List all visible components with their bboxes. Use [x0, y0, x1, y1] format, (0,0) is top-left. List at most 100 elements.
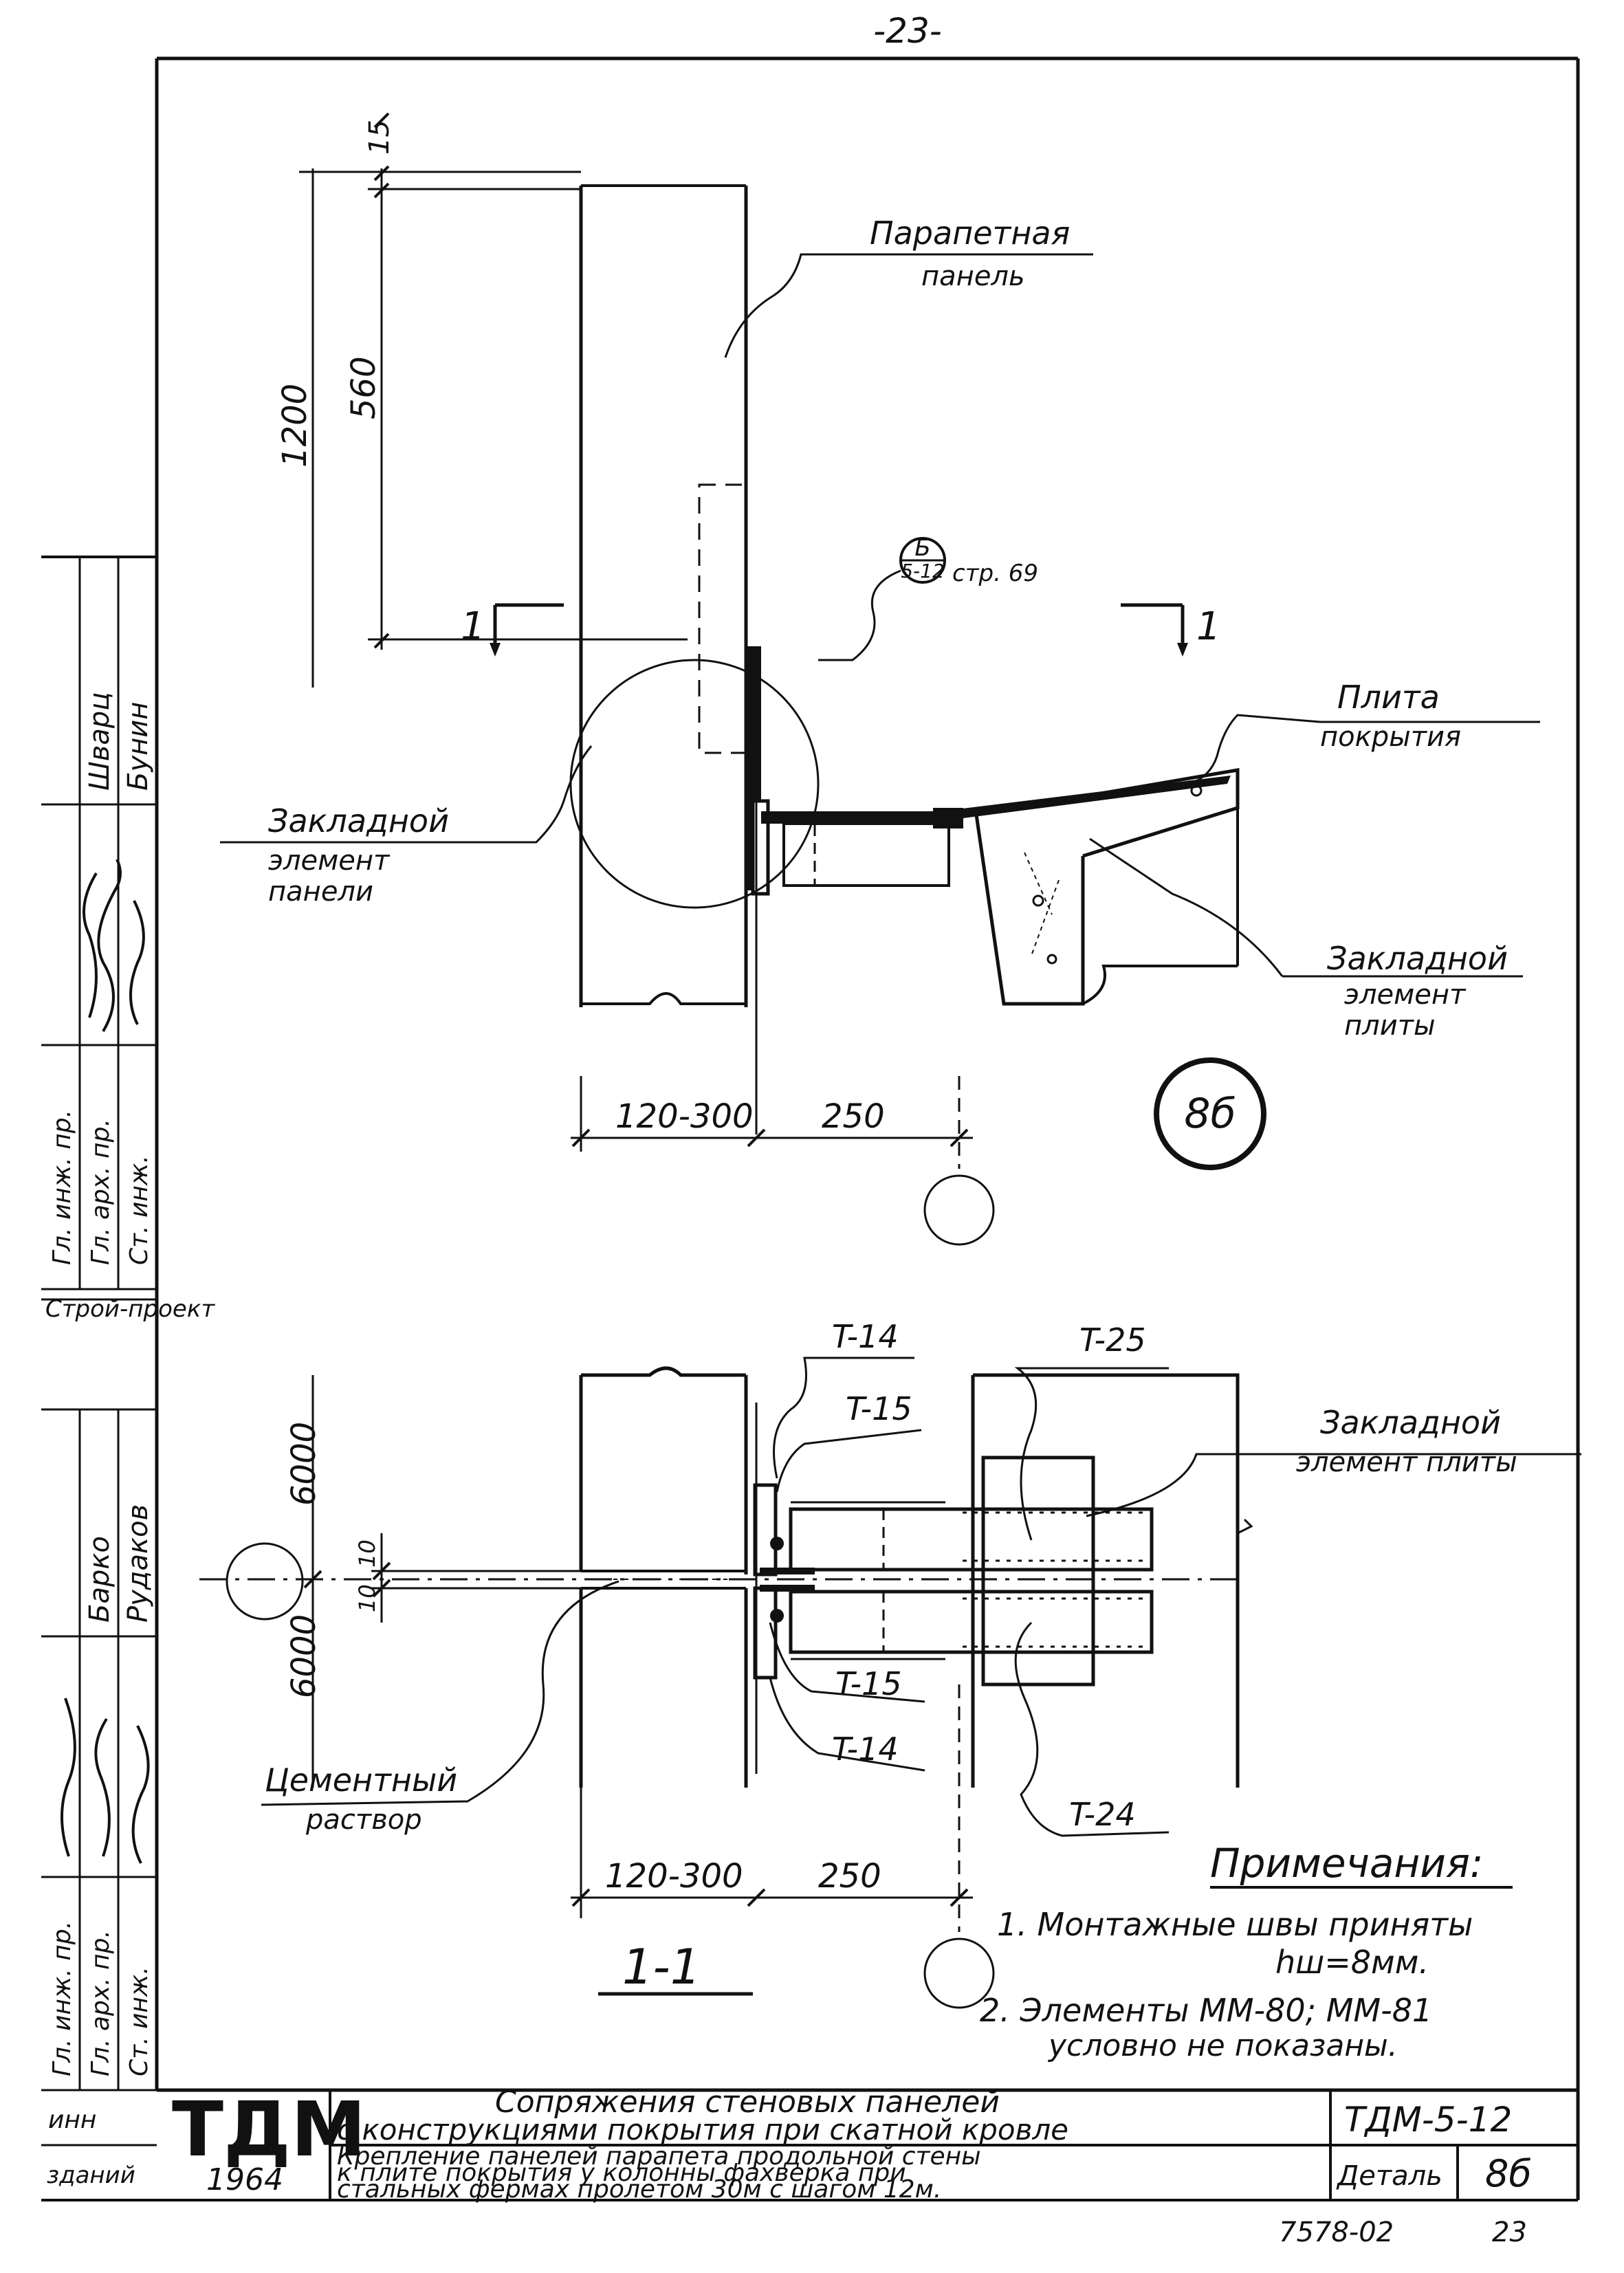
tag-t14-top: T-14 [832, 1318, 899, 1355]
section-mark-left: 1 [461, 604, 485, 649]
section-title: 1-1 [622, 1939, 701, 1995]
note-1-line-1: 1. Монтажные швы приняты [997, 1906, 1473, 1943]
desc-line-2: к плите покрытия у колонны фахверка при [337, 2159, 906, 2187]
section-mark-right: 1 [1196, 604, 1221, 649]
note-2-line-2: условно не показаны. [1047, 2028, 1398, 2063]
label-embedded-slab-lower-1: Закладной [1320, 1404, 1501, 1441]
axis-bubble-upper [923, 1174, 995, 1246]
dim-250-lower: 250 [818, 1857, 881, 1896]
page-number-top: -23- [873, 11, 942, 51]
leader-t14-bot [769, 1677, 925, 1772]
dim-6000-top: 6000 [285, 1422, 323, 1506]
label-embedded-slab-lower-2: элемент плиты [1296, 1447, 1517, 1478]
signature-6 [131, 1725, 150, 1864]
axis-bubble-left [226, 1542, 304, 1621]
callout-leader [818, 569, 901, 661]
label-mortar-2: раствор [305, 1804, 422, 1836]
leader-mortar [261, 1580, 619, 1806]
tie-bar-upper [789, 1507, 1154, 1572]
signature-1 [83, 872, 98, 1018]
callout-bottom: 5-12 [901, 560, 945, 582]
slab-break [1082, 965, 1238, 1005]
detail-circle [569, 659, 820, 909]
detail-mark-circle [1154, 1057, 1266, 1170]
leader-t24 [1014, 1621, 1170, 1837]
callout-ref: стр. 69 [952, 560, 1038, 587]
stamp-role-4: Гл. инж. пр. [48, 1921, 76, 2076]
title-line-2: с конструкциями покрытия при скатной кро… [337, 2113, 1068, 2146]
label-slab-1: Плита [1337, 679, 1440, 716]
signature-4 [61, 1698, 76, 1857]
tag-t25: T-25 [1079, 1321, 1146, 1359]
logo-tdm: ТДМ [172, 2085, 366, 2173]
detail-mark: 8б [1184, 1090, 1236, 1138]
axis-bubble-lower [923, 1937, 995, 2009]
stamp-role-5: Гл. арх. пр. [87, 1930, 115, 2076]
leader-embedded-panel [220, 745, 593, 844]
tag-t24: T-24 [1069, 1796, 1136, 1833]
leader-embedded-slab-lower [1086, 1453, 1581, 1517]
dim-10-b: 10 [354, 1584, 380, 1612]
dim-120-300-upper: 120-300 [615, 1097, 754, 1136]
dim-1200: 1200 [276, 384, 314, 468]
panel-break-line [581, 992, 746, 1005]
signature-5 [94, 1717, 111, 1857]
plan-slab-outline [973, 1373, 1240, 1788]
detail-value: 8б [1485, 2152, 1532, 2195]
label-slab-2: покрытия [1320, 721, 1461, 753]
stamp-role-6: Ст. инж. [125, 1966, 153, 2076]
detail-callout-circle [899, 537, 946, 584]
lower-view [199, 1357, 1581, 2009]
leader-t15-bot [769, 1622, 925, 1703]
upper-view [220, 112, 1540, 1246]
title-block [157, 2088, 1578, 2200]
panel-embedded-plate [698, 483, 747, 754]
tag-t15-bot: T-15 [835, 1665, 902, 1702]
stamp-left-bottom-1: инн [48, 2106, 96, 2134]
leader-embedded-slab [1089, 837, 1284, 977]
signature-3 [129, 900, 145, 1025]
stamp-org-1: Строй-проект [45, 1295, 215, 1323]
leader-t15-top [776, 1429, 922, 1493]
label-embedded-panel-3: панели [268, 876, 373, 908]
dim-560: 560 [344, 356, 383, 419]
stamp-role-1: Гл. инж. пр. [48, 1110, 76, 1265]
year: 1964 [206, 2162, 283, 2197]
desc-line-1: Крепление панелей парапета продольной ст… [337, 2142, 981, 2171]
dim-15: 15 [364, 120, 395, 155]
angle-top-flange [761, 811, 933, 824]
drawing-code: ТДМ-5-12 [1344, 2100, 1512, 2140]
label-embedded-panel-2: элемент [268, 845, 391, 877]
detail-label: Деталь [1336, 2160, 1442, 2192]
weld-joint [933, 808, 963, 828]
leader-t14-top [773, 1357, 914, 1479]
label-parapet-panel-1: Парапетная [870, 215, 1070, 252]
note-1-line-2: hш=8мм. [1275, 1944, 1429, 1981]
notes-heading: Примечания: [1210, 1840, 1483, 1887]
slab-embedded-strip [963, 776, 1231, 818]
dim-6000-bottom: 6000 [285, 1614, 323, 1698]
note-2-line-1: 2. Элементы ММ-80; ММ-81 [980, 1992, 1432, 2029]
label-embedded-slab-1: Закладной [1327, 940, 1508, 977]
dim-120-300-lower: 120-300 [605, 1857, 743, 1896]
stamp-role-3: Ст. инж. [125, 1155, 153, 1265]
leader-t25 [1014, 1367, 1169, 1541]
dim-10-a: 10 [354, 1539, 380, 1568]
stamp-left-bottom-2: зданий [47, 2162, 135, 2189]
stamp-name-2: Бунин [122, 702, 154, 791]
sheet-number-bottom: 23 [1492, 2217, 1527, 2248]
slab-rib [974, 814, 1085, 1006]
stamp-name-4: Рудаков [122, 1504, 154, 1623]
tag-t14-bot: T-14 [832, 1731, 899, 1768]
archive-number: 7578-02 [1279, 2217, 1394, 2248]
dim-250-upper: 250 [822, 1097, 885, 1136]
label-embedded-panel-1: Закладной [268, 802, 449, 839]
tie-bar-lower [789, 1590, 1154, 1654]
title-line-1: Сопряжения стеновых панелей [495, 2085, 1000, 2120]
panel-plate-upper [753, 1483, 778, 1577]
plan-panel-break-top [581, 1366, 746, 1377]
tie-bracket [782, 822, 950, 887]
stamp-name-3: Барко [84, 1536, 116, 1623]
leader-slab [1189, 714, 1321, 785]
